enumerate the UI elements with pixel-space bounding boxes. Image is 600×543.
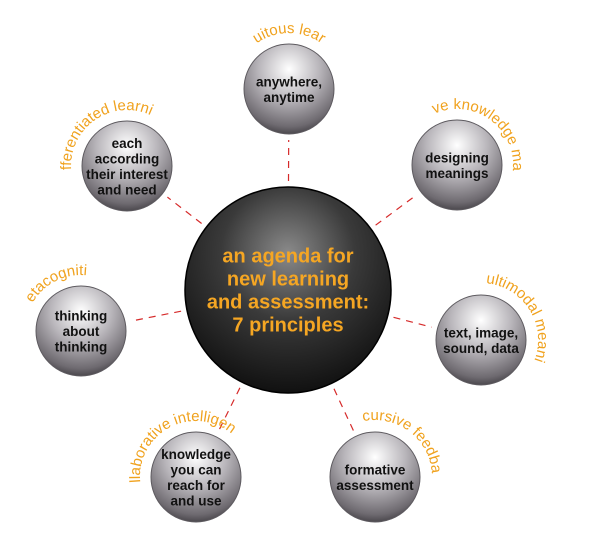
principle-bubble — [35, 285, 127, 377]
principle-description: text, image,sound, data — [443, 325, 519, 356]
principle-bubble — [150, 431, 242, 523]
principle-bubble — [329, 431, 421, 523]
connector-lines — [130, 139, 432, 432]
principle-bubble — [81, 120, 173, 212]
connector-metacognition — [130, 310, 182, 322]
principle-bubble — [243, 43, 335, 135]
connector-differentiated-learning — [167, 196, 202, 224]
connector-collaborative-intelligence — [217, 387, 241, 432]
principle-description: anywhere,anytime — [256, 74, 322, 105]
principle-ubiquitous-learning: ubiquitous learning anywhere,anytime — [0, 0, 335, 135]
principle-bubble — [411, 119, 503, 211]
connector-multimodal-meaning — [393, 316, 432, 328]
connector-recursive-feedback — [333, 388, 355, 432]
principle-bubble — [435, 294, 527, 386]
principle-title: ubiquitous learning — [0, 0, 329, 47]
connector-active-knowledge-making — [375, 194, 417, 226]
center-circle — [184, 186, 392, 394]
principle-differentiated-learning: differentiated learningeachaccordingthei… — [0, 0, 173, 212]
